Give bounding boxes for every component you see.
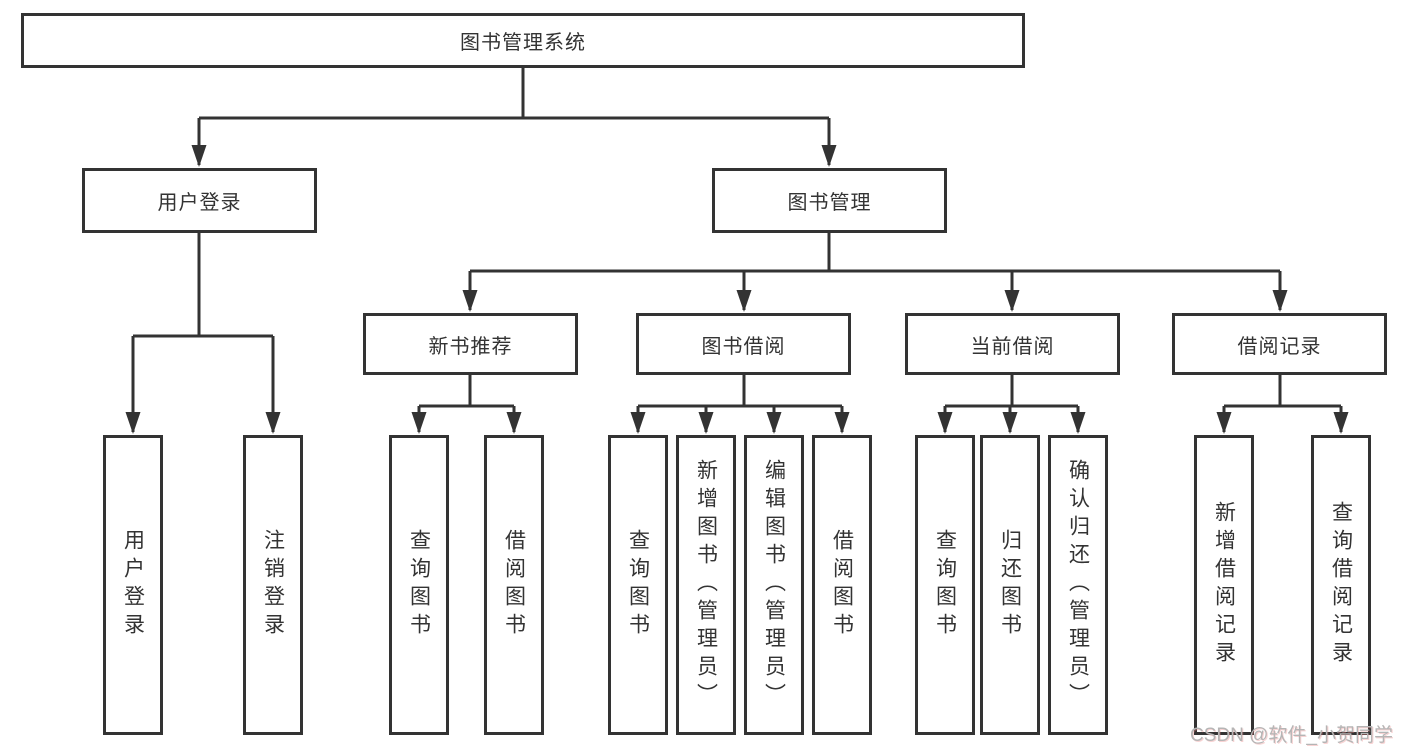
node-label: 用户登录 [157, 192, 242, 214]
leaf-borrow-query-book: 查询图书 [608, 435, 668, 735]
node-label: 借阅图书 [502, 529, 526, 641]
leaf-edit-book-admin: 编辑图书（管理员） [744, 435, 804, 735]
leaf-confirm-return-admin: 确认归还（管理员） [1048, 435, 1108, 735]
connector-root-to-branches [191, 68, 837, 167]
leaf-current-query-book: 查询图书 [915, 435, 975, 735]
node-label: 确认归还（管理员） [1066, 459, 1090, 711]
connector-borrow-record-children [1216, 375, 1349, 434]
node-label: 编辑图书（管理员） [762, 459, 786, 711]
connector-book-management-modules [462, 233, 1288, 312]
connector-book-borrow-children [630, 375, 850, 434]
connector-current-borrow-children [937, 375, 1086, 434]
node-label: 查询图书 [626, 529, 650, 641]
leaf-logout: 注销登录 [243, 435, 303, 735]
node-label: 图书管理系统 [460, 32, 586, 54]
node-label: 新增借阅记录 [1212, 501, 1236, 669]
csdn-watermark: CSDN @软件_小贺同学 [1190, 725, 1393, 746]
node-book-management: 图书管理 [712, 168, 947, 233]
leaf-recommend-borrow-book: 借阅图书 [484, 435, 544, 735]
node-label: 借阅记录 [1237, 335, 1322, 358]
node-label: 查询图书 [407, 529, 431, 641]
node-label: 图书借阅 [701, 335, 786, 358]
node-label: 用户登录 [121, 529, 145, 641]
node-borrow-record: 借阅记录 [1172, 313, 1387, 375]
node-label: 注销登录 [261, 529, 285, 641]
connector-user-login-children [125, 233, 281, 434]
node-label: 归还图书 [998, 529, 1022, 641]
node-root-library-system: 图书管理系统 [21, 13, 1025, 68]
leaf-user-login: 用户登录 [103, 435, 163, 735]
node-current-borrow: 当前借阅 [905, 313, 1120, 375]
node-label: 查询图书 [933, 529, 957, 641]
node-label: 新书推荐 [428, 335, 513, 358]
node-new-book-recommend: 新书推荐 [363, 313, 578, 375]
leaf-add-book-admin: 新增图书（管理员） [676, 435, 736, 735]
node-user-login: 用户登录 [82, 168, 317, 233]
node-label: 当前借阅 [970, 335, 1055, 358]
node-label: 图书管理 [787, 192, 872, 214]
leaf-borrow-book: 借阅图书 [812, 435, 872, 735]
leaf-query-borrow-record: 查询借阅记录 [1311, 435, 1371, 735]
connector-new-book-children [411, 375, 522, 434]
node-label: 借阅图书 [830, 529, 854, 641]
node-label: 查询借阅记录 [1329, 501, 1353, 669]
node-label: 新增图书（管理员） [694, 459, 718, 711]
leaf-recommend-query-book: 查询图书 [389, 435, 449, 735]
node-book-borrow: 图书借阅 [636, 313, 851, 375]
leaf-add-borrow-record: 新增借阅记录 [1194, 435, 1254, 735]
leaf-return-book: 归还图书 [980, 435, 1040, 735]
